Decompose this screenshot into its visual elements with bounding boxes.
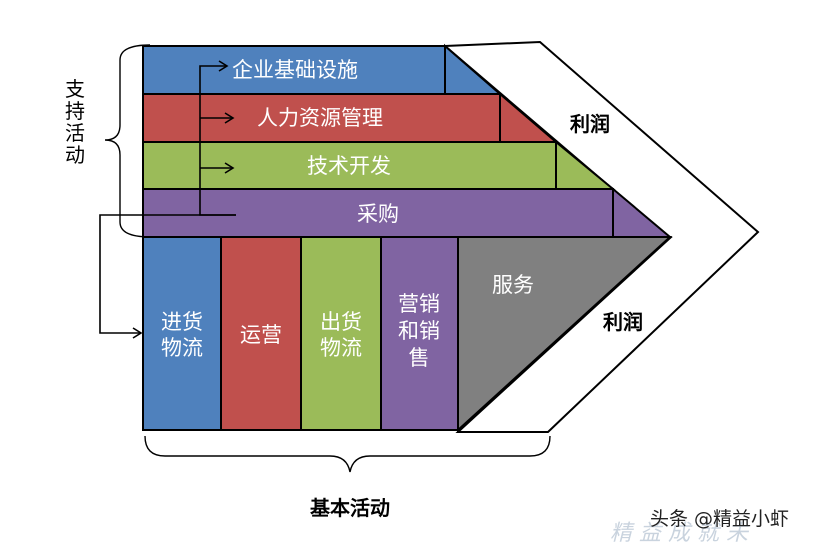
support-label-char-2: 持	[65, 99, 85, 123]
support-row-hr-label: 人力资源管理	[257, 106, 383, 130]
support-label-char-4: 动	[65, 143, 85, 167]
primary-inbound-line2: 物流	[161, 336, 203, 360]
margin-label-bottom: 利润	[603, 310, 643, 334]
primary-inbound-line1: 进货	[161, 310, 203, 334]
watermark-text: 头条 @精益小虾	[650, 508, 789, 530]
support-row-procurement-label: 采购	[357, 202, 399, 226]
primary-outbound-line2: 物流	[320, 336, 362, 360]
primary-marketing-line3: 售	[409, 346, 430, 370]
primary-service	[457, 236, 673, 433]
primary-operations-line1: 运营	[240, 323, 282, 347]
primary-brace	[144, 435, 551, 473]
support-row-tech-label: 技术开发	[307, 154, 391, 178]
primary-marketing-line1: 营销	[398, 292, 440, 316]
watermark-faint-text: 精 益 成 就 未	[610, 521, 750, 544]
margin-label-top: 利润	[570, 112, 610, 136]
primary-activities-label: 基本活动	[310, 496, 390, 520]
primary-inbound	[142, 236, 222, 431]
primary-marketing	[380, 236, 459, 431]
arrowheads	[218, 60, 235, 174]
support-label-char-3: 活	[65, 121, 85, 145]
support-label-char-1: 支	[65, 77, 85, 101]
primary-outbound-line1: 出货	[320, 310, 362, 334]
procurement-to-inbound-arrow	[99, 214, 236, 339]
support-row-tech	[142, 141, 557, 190]
support-brace	[104, 44, 151, 238]
primary-service-label: 服务	[492, 273, 534, 297]
support-row-infrastructure-label: 企业基础设施	[232, 58, 358, 82]
primary-marketing-line2: 和销	[398, 319, 440, 343]
